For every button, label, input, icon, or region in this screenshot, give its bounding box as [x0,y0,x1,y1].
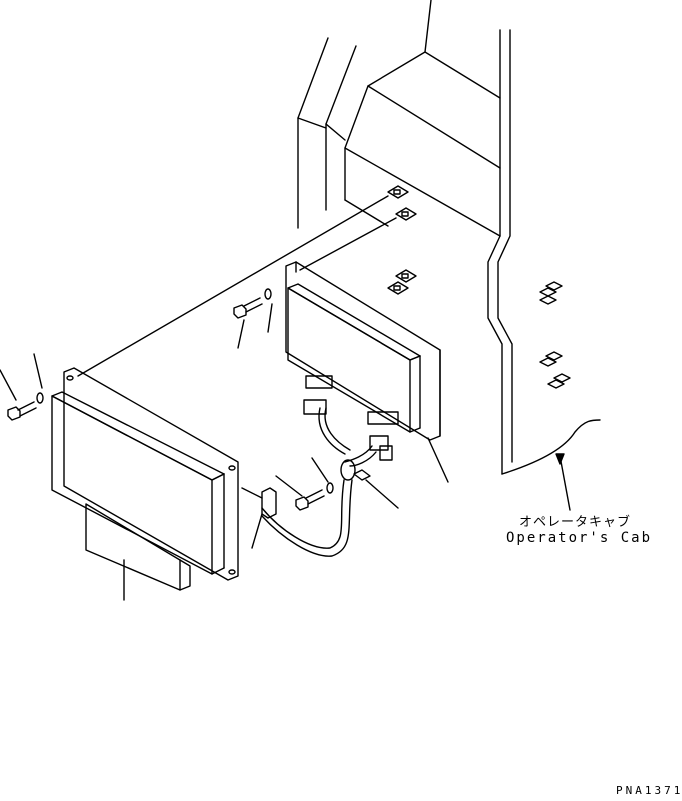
operator-cab-label-en: Operator's Cab [506,530,653,546]
mounted-controller [285,261,449,483]
wire-harness [261,399,399,557]
ground-clip [241,487,277,549]
alignment-lines [77,195,397,377]
figure-number: PNA1371 [616,784,682,797]
front-controller [51,367,239,601]
cab-structure [297,0,501,237]
bolts-washers [0,288,334,511]
cab-wall-panel [487,29,601,511]
nut-plates [387,185,417,295]
operator-cab-label-jp: オペレータキャブ [519,515,632,530]
